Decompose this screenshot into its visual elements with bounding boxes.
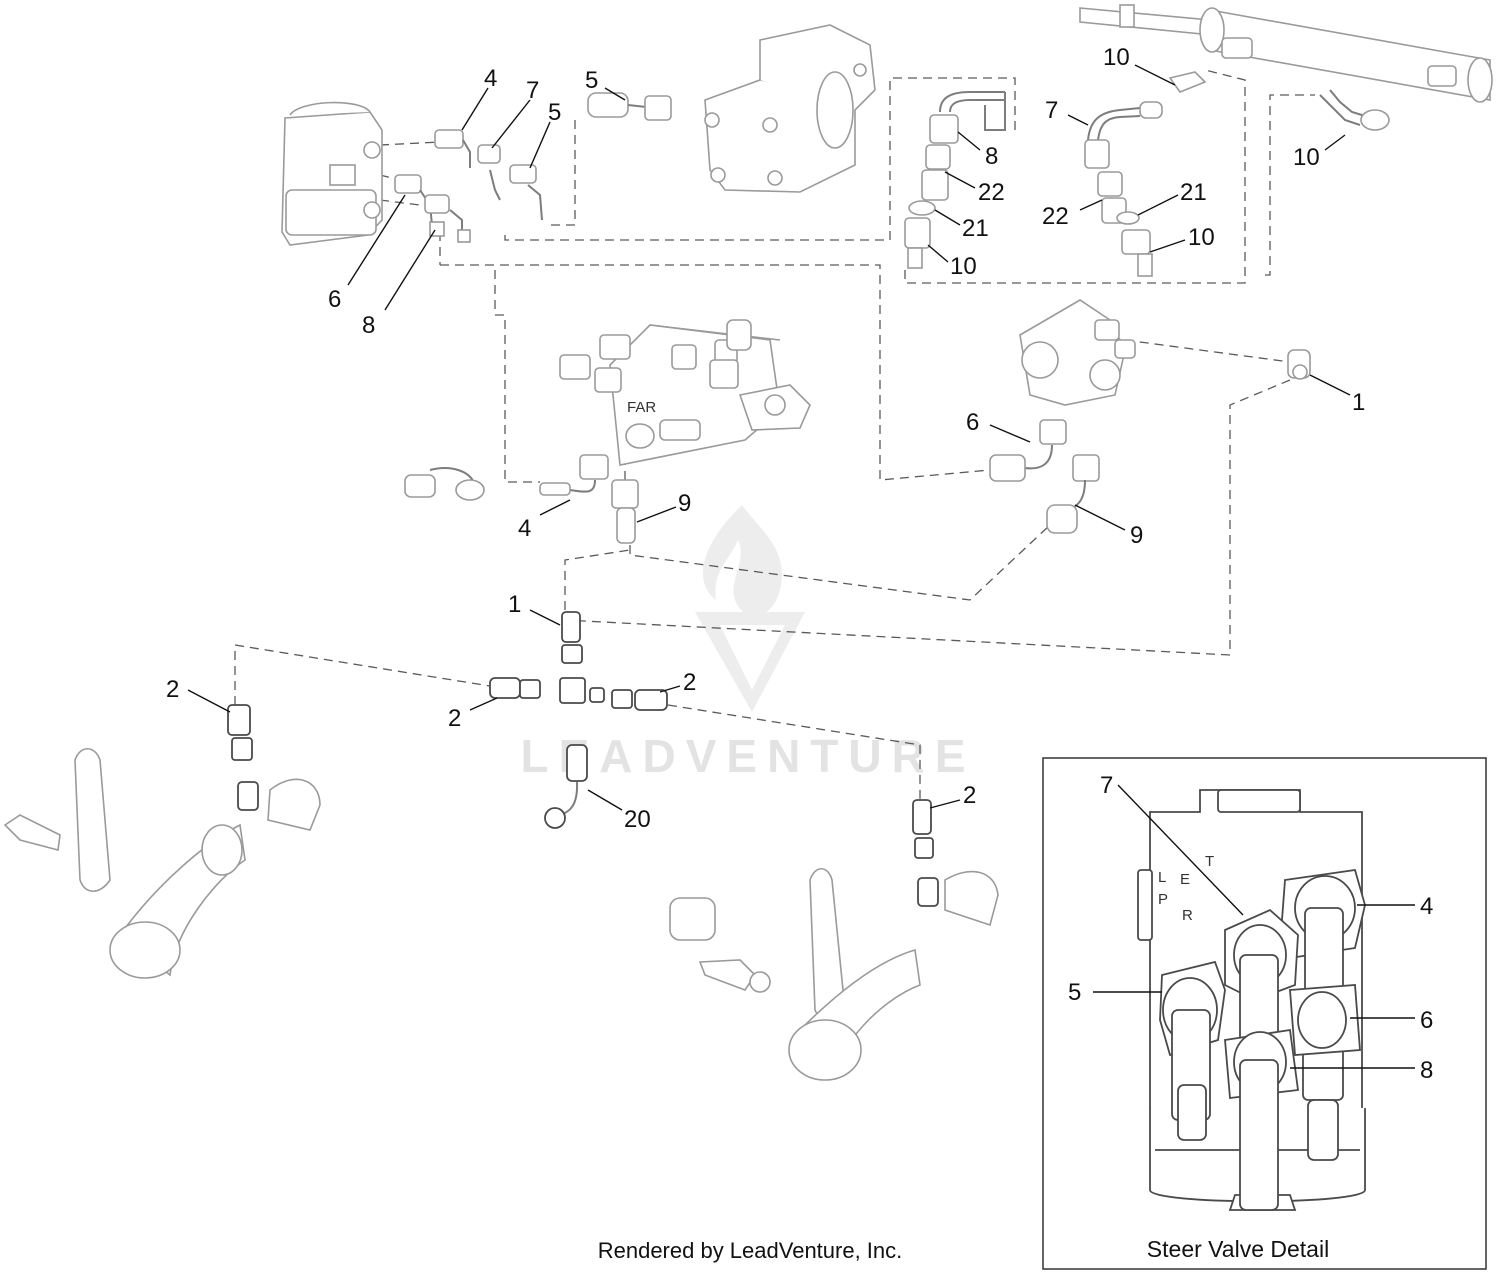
steer-valve (281, 101, 383, 246)
steer-valve-detail-inset: T E L R P 7 4 5 6 8 Steer Valve Detail (1042, 757, 1487, 1270)
hydraulic-pump (704, 24, 876, 193)
callout-4-mid: 4 (518, 515, 531, 542)
leadventure-watermark: LEADVENTURE (520, 505, 975, 782)
callout-labels: 4 7 5 5 6 8 10 7 8 22 21 10 22 21 10 10 … (166, 44, 1365, 833)
watermark-v-logo-icon (695, 612, 805, 712)
steering-cylinder (1079, 4, 1493, 131)
callout-9-mid: 9 (678, 490, 691, 517)
callout-9-right: 9 (1130, 522, 1143, 549)
callout-5-top: 5 (548, 99, 561, 126)
callout-8-mid: 8 (985, 143, 998, 170)
port-stamp-r: R (1182, 907, 1193, 924)
callout-2-left: 2 (166, 676, 179, 703)
callout-2-right: 2 (963, 782, 976, 809)
callout-5-pump: 5 (585, 67, 598, 94)
left-spindle-assembly (3, 704, 321, 979)
callout-4-top: 4 (484, 65, 497, 92)
callout-7-mid: 7 (1045, 97, 1058, 124)
callout-21-a: 21 (962, 215, 989, 242)
port-stamp-e: E (1180, 871, 1190, 888)
right-spindle-assembly (669, 799, 999, 1081)
callout-6-mid: 6 (966, 409, 979, 436)
callout-10-a: 10 (950, 253, 977, 280)
pump-elbow-fitting (587, 92, 672, 121)
hose-assembly-a (904, 91, 1006, 269)
callout-22-b: 22 (1042, 203, 1069, 230)
detail-callout-8: 8 (1420, 1057, 1433, 1084)
hose-assembly-b (1084, 101, 1163, 277)
callout-10-b: 10 (1188, 224, 1215, 251)
detail-callout-6: 6 (1420, 1007, 1433, 1034)
detail-callout-4: 4 (1420, 893, 1433, 920)
callout-22-a: 22 (978, 179, 1005, 206)
port-stamp-l: L (1158, 869, 1166, 886)
priority-valve (1019, 299, 1311, 406)
port-stamp-t: T (1205, 853, 1214, 870)
callout-6-left: 6 (328, 286, 341, 313)
port-stamp-p: P (1158, 891, 1168, 908)
callout-1-tee: 1 (508, 591, 521, 618)
callout-2-tee-right: 2 (683, 669, 696, 696)
callout-10-right: 10 (1293, 144, 1320, 171)
watermark-flame-icon (702, 505, 782, 617)
watermark-text: LEADVENTURE (520, 730, 975, 782)
control-valve-hoses (404, 454, 639, 544)
callout-21-b: 21 (1180, 179, 1207, 206)
far-port-stamp: FAR (627, 399, 656, 416)
priority-valve-hoses (989, 419, 1100, 534)
callout-7-top: 7 (526, 77, 539, 104)
tee-fitting-assembly (489, 611, 668, 829)
callout-2-tee-left: 2 (448, 705, 461, 732)
detail-title: Steer Valve Detail (1147, 1236, 1329, 1262)
control-valve-manifold: FAR (559, 319, 811, 466)
callout-1-right: 1 (1352, 389, 1365, 416)
callout-10-top: 10 (1103, 44, 1130, 71)
callout-8-left: 8 (362, 312, 375, 339)
detail-callout-7: 7 (1100, 772, 1113, 799)
steer-valve-fittings (394, 129, 543, 243)
callout-20: 20 (624, 806, 651, 833)
render-credit: Rendered by LeadVenture, Inc. (598, 1238, 903, 1263)
detail-callout-5: 5 (1068, 979, 1081, 1006)
